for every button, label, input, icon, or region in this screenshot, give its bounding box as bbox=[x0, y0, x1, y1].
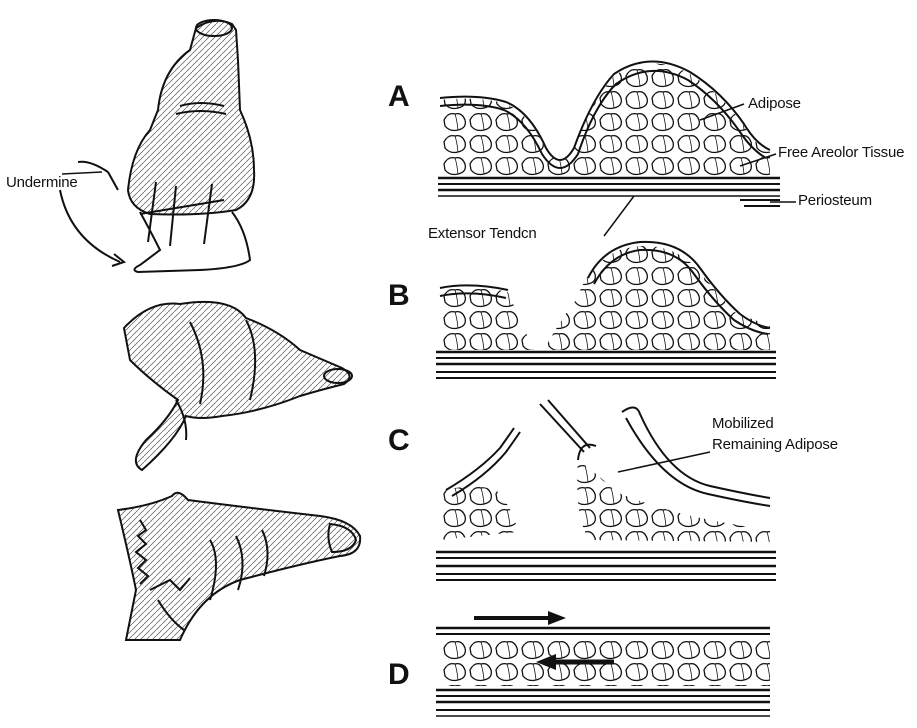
panel-d-label: D bbox=[388, 658, 410, 692]
adipose-label: Adipose bbox=[748, 95, 801, 112]
finger-before-drawing bbox=[60, 20, 254, 272]
undermine-label: Undermine bbox=[6, 174, 78, 191]
mobilized-label: Mobilized bbox=[712, 415, 774, 432]
periosteum-label: Periosteum bbox=[798, 192, 872, 209]
panel-a-label: A bbox=[388, 80, 410, 114]
panel-b-diagram bbox=[436, 242, 776, 378]
remaining-adipose-label: Remaining Adipose bbox=[712, 436, 838, 453]
free-areolor-tissue-label: Free Areolor Tissue bbox=[778, 144, 904, 161]
extensor-tendon-label: Extensor Tendcn bbox=[428, 225, 536, 242]
finger-flap-drawing bbox=[124, 302, 352, 470]
right-arrow bbox=[474, 611, 566, 625]
finger-sutured-drawing bbox=[118, 493, 360, 640]
panel-a-diagram bbox=[438, 61, 796, 236]
panel-d-diagram bbox=[436, 611, 770, 716]
panel-c-label: C bbox=[388, 424, 410, 458]
panel-b-label: B bbox=[388, 279, 410, 313]
